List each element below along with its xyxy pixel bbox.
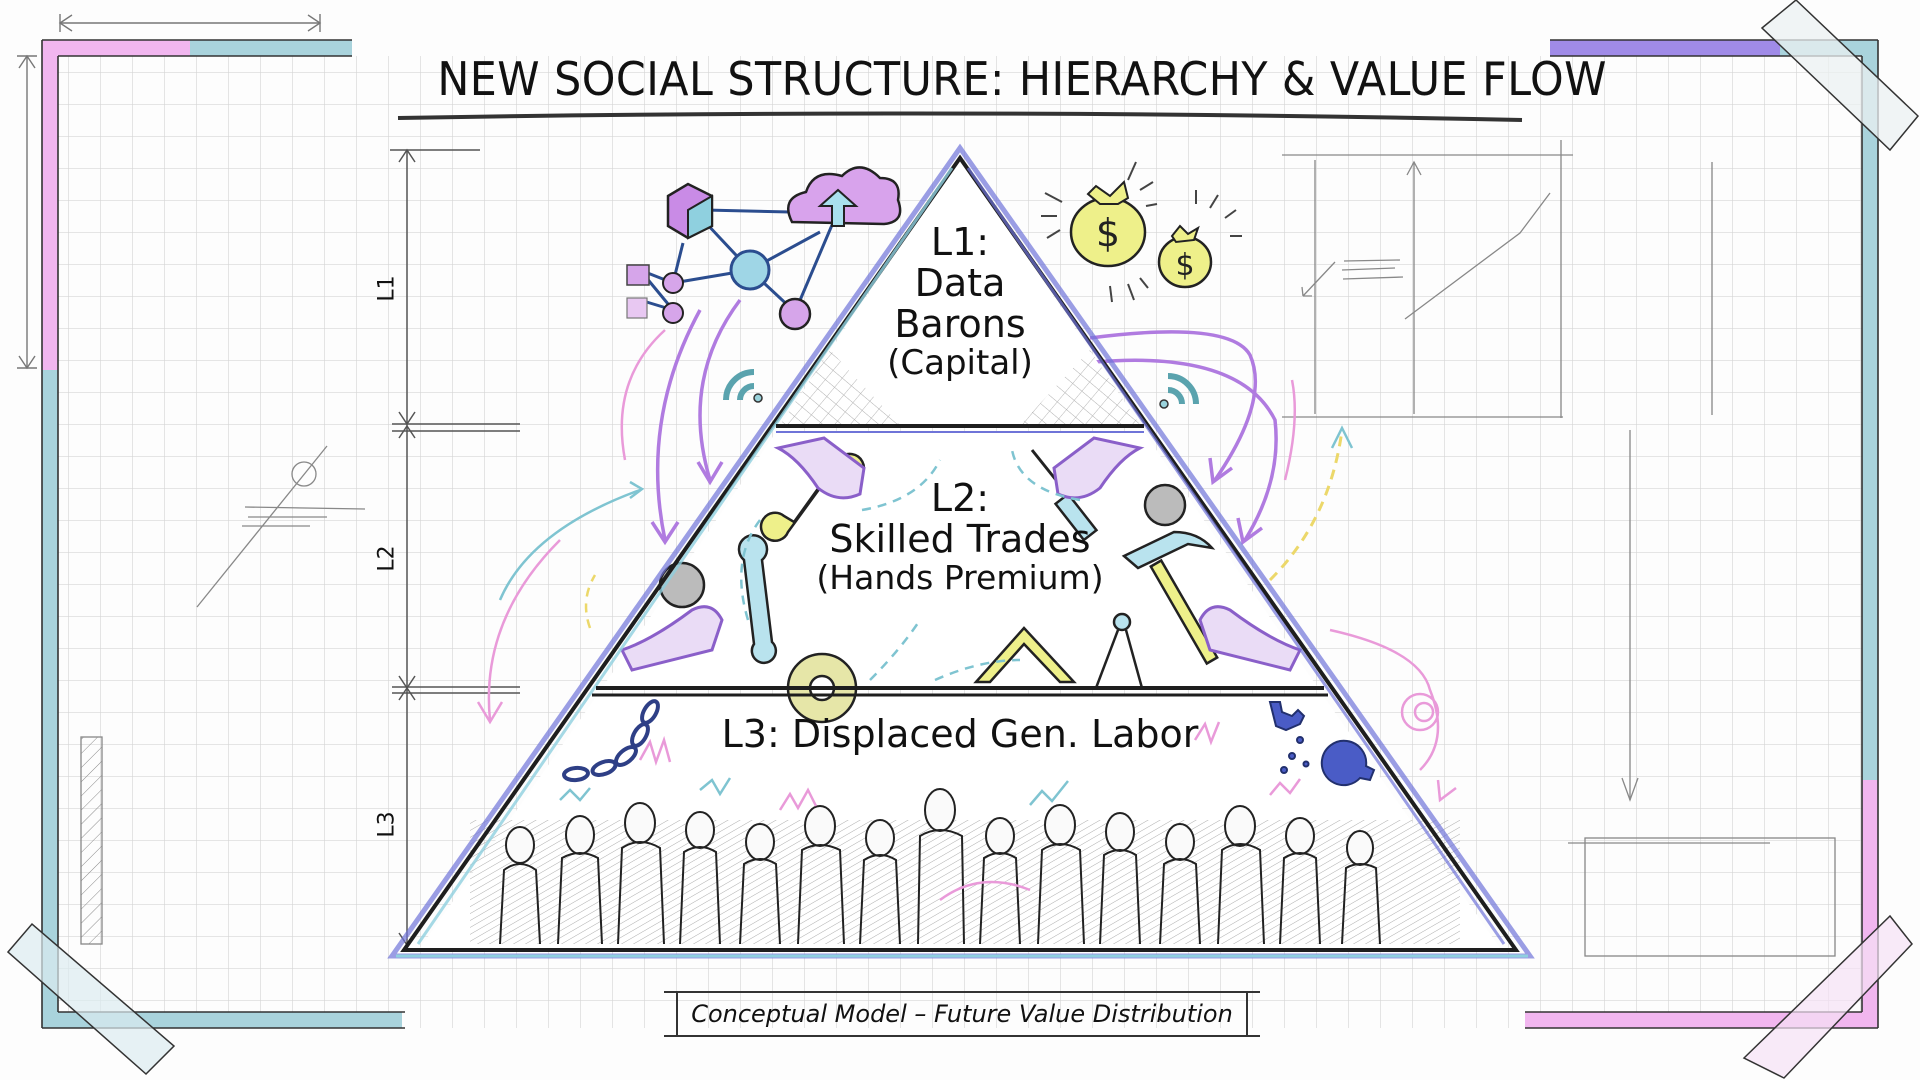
tape-corner-bottom-left [6, 922, 176, 1076]
level-2-label: L2: Skilled Trades (Hands Premium) [780, 476, 1140, 598]
broken-gear-icon [1268, 701, 1376, 787]
dimension-arrows [17, 14, 322, 370]
level-1-qualifier: (Capital) [887, 343, 1033, 384]
caption-box: Conceptual Model – Future Value Distribu… [664, 991, 1260, 1037]
level-3-label: L3: Displaced Gen. Labor [721, 712, 1199, 756]
tape-corner-top-right [1760, 0, 1920, 152]
caption-text: Conceptual Model – Future Value Distribu… [691, 1000, 1233, 1028]
money-bag-icon: $ $ [1041, 161, 1242, 303]
broken-chain-icon [562, 699, 660, 783]
hands-icon [619, 436, 1303, 672]
level-2-id: L2: [930, 476, 990, 520]
diagram-title: NEW SOCIAL STRUCTURE: HIERARCHY & VALUE … [437, 52, 1607, 106]
wrench-icon [737, 452, 866, 665]
tape-corner-bottom-right [1742, 914, 1913, 1079]
compass-icon [1094, 612, 1144, 689]
ruler-square-icon [973, 626, 1077, 684]
level-2-qualifier: (Hands Premium) [816, 558, 1104, 598]
title-underline [397, 111, 1523, 122]
level-1-name-line-1: Data [914, 261, 1006, 306]
network-graph-icon [626, 182, 834, 331]
internal-flow-arrows [584, 449, 1081, 682]
cloud-upload-icon [787, 166, 902, 227]
side-marker-l3: L3 [374, 811, 400, 838]
hammer-icon [1121, 530, 1219, 666]
level-height-markers [390, 148, 520, 947]
svg-text:$: $ [1096, 211, 1120, 255]
level-1-label: L1: Data Barons (Capital) [860, 220, 1060, 384]
svg-text:$: $ [1175, 248, 1194, 283]
level-1-name-line-2: Barons [894, 302, 1026, 347]
side-marker-l1: L1 [374, 275, 400, 302]
level-2-name: Skilled Trades [829, 517, 1091, 562]
level-1-id: L1: [930, 220, 990, 264]
pyramid [387, 143, 1535, 959]
crowd-icon [470, 788, 1460, 945]
background-sketches [80, 140, 1836, 957]
unrest-squiggles [559, 721, 1302, 902]
pyramid-outline [387, 143, 1535, 959]
side-marker-l2: L2 [374, 545, 400, 572]
value-flow-arrows [476, 298, 1457, 803]
wifi-signal-icon [723, 369, 1199, 409]
